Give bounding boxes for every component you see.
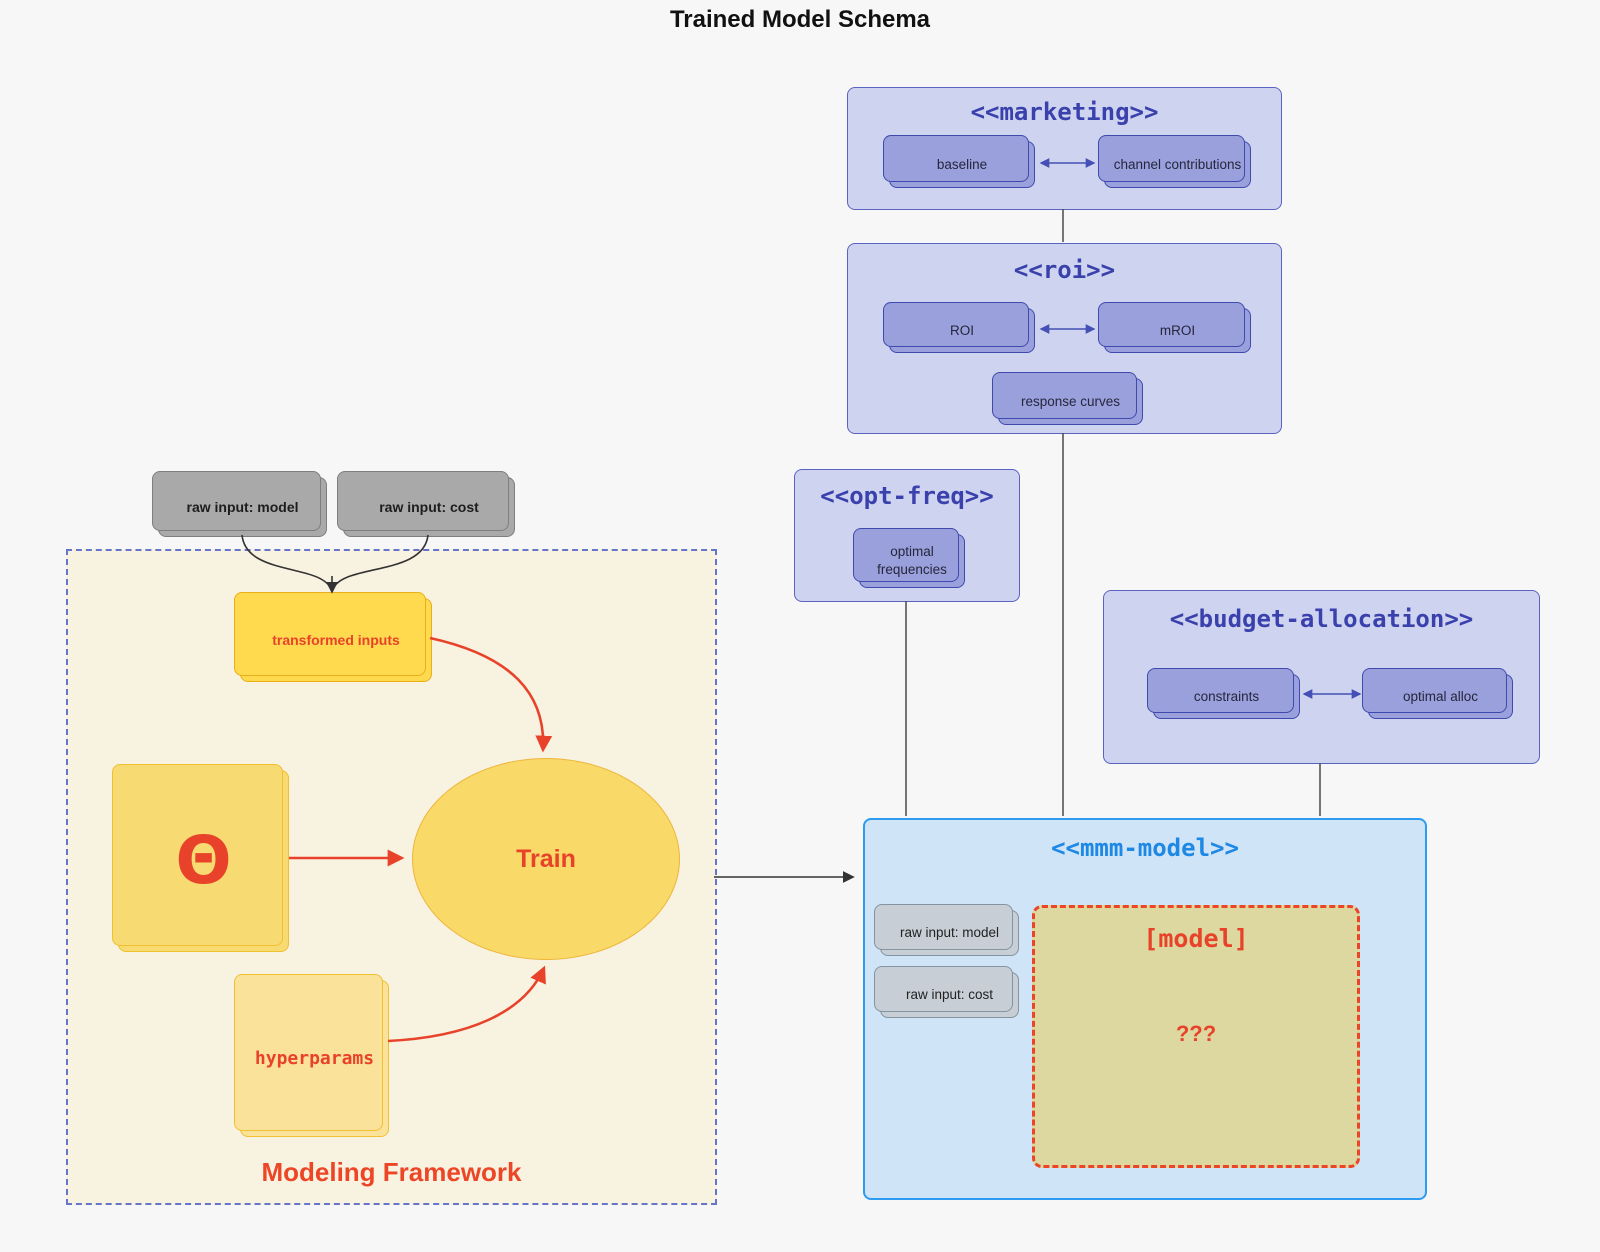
mmm-model-title: <<mmm-model>>	[1051, 834, 1239, 862]
marketing-container: <<marketing>> baseline channel contribut…	[847, 87, 1282, 210]
opt-freq-title: <<opt-freq>>	[820, 482, 994, 510]
theta-node: Θ	[112, 764, 289, 952]
transformed-inputs-node: transformed inputs	[234, 592, 432, 682]
roi-title: <<roi>>	[1013, 256, 1116, 284]
roi-node: ROI	[883, 302, 1035, 353]
response-curves-node: response curves	[992, 372, 1143, 425]
channel-contributions-node: channel contributions	[1098, 135, 1251, 188]
budget-allocation-title: <<budget-allocation>>	[1169, 605, 1474, 633]
budget-allocation-container: <<budget-allocation>> constraints optima…	[1103, 590, 1540, 764]
mmm-raw-input-cost-node: raw input: cost	[874, 966, 1019, 1018]
mmm-model-container: <<mmm-model>> raw input: model raw input…	[863, 818, 1427, 1200]
roi-container: <<roi>> ROI mROI response curves	[847, 243, 1282, 434]
train-node: Train	[412, 758, 680, 960]
hyperparams-node: hyperparams	[234, 974, 389, 1137]
modeling-framework-label: Modeling Framework	[261, 1157, 522, 1187]
constraints-node: constraints	[1147, 668, 1300, 719]
page-title: Trained Model Schema	[669, 6, 931, 33]
optimal-frequencies-node: optimal frequencies	[853, 528, 965, 588]
marketing-title: <<marketing>>	[970, 98, 1159, 126]
model-placeholder-label: [model]	[1143, 924, 1249, 953]
raw-input-model-node: raw input: model	[152, 471, 327, 537]
model-unknown-label: ???	[1175, 1021, 1217, 1046]
model-placeholder-box: [model] ???	[1032, 905, 1360, 1168]
theta-symbol: Θ	[175, 822, 232, 900]
mroi-node: mROI	[1098, 302, 1251, 353]
baseline-node: baseline	[883, 135, 1035, 188]
mmm-raw-input-model-node: raw input: model	[874, 904, 1019, 956]
raw-input-cost-node: raw input: cost	[337, 471, 515, 537]
opt-freq-container: <<opt-freq>> optimal frequencies	[794, 469, 1020, 602]
optimal-alloc-node: optimal alloc	[1362, 668, 1513, 719]
